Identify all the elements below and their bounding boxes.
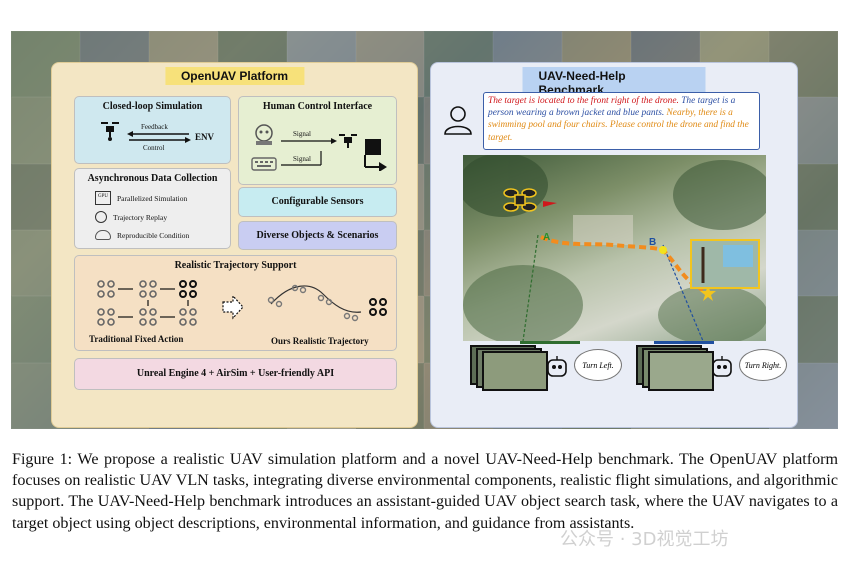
async-item-label: Parallelized Simulation xyxy=(117,193,188,203)
instruction-orange-text: Nearby, there is a swimming pool and fou… xyxy=(488,108,749,143)
openuav-platform-panel: OpenUAV Platform Closed-loop Simulation … xyxy=(51,62,418,428)
gpu-icon: GPU xyxy=(95,191,111,205)
fixed-action-drones-diagram xyxy=(97,280,197,326)
closed-loop-simulation-box: Closed-loop Simulation Feedback Control … xyxy=(74,96,231,164)
engine-label: Unreal Engine 4 + AirSim + User-friendly… xyxy=(136,368,335,379)
reproducible-condition-row: Reproducible Condition xyxy=(95,230,189,240)
aerial-scene-image: A B xyxy=(463,155,766,341)
configurable-sensors-box: Configurable Sensors xyxy=(238,187,397,217)
realistic-trajectory-drones-diagram xyxy=(267,284,387,322)
movement-icon xyxy=(364,139,387,171)
trajectory-title: Realistic Trajectory Support xyxy=(174,260,297,271)
async-item-label: Trajectory Replay xyxy=(113,212,168,222)
robot-assistant-icon-left xyxy=(547,356,567,377)
cloud-icon xyxy=(95,230,111,240)
configurable-sensors-label: Configurable Sensors xyxy=(271,196,364,207)
frame-right-indicator xyxy=(654,341,714,344)
control-label: Control xyxy=(143,144,165,152)
traditional-fixed-action-label: Traditional Fixed Action xyxy=(89,334,184,344)
instruction-red-text: The target is located to the front right… xyxy=(488,96,679,106)
turn-right-bubble: Turn Right. xyxy=(739,349,787,381)
realistic-trajectory-box: Realistic Trajectory Support Traditional… xyxy=(74,255,397,351)
parallelized-simulation-row: GPU Parallelized Simulation xyxy=(95,191,187,205)
robot-controller-icon xyxy=(255,124,273,145)
instruction-bubble: The target is located to the front right… xyxy=(483,92,760,150)
human-control-title: Human Control Interface xyxy=(262,101,373,112)
signal-arrows xyxy=(281,138,337,166)
signal-label-top: Signal xyxy=(293,130,311,138)
turn-left-bubble: Turn Left. xyxy=(574,349,622,381)
robot-assistant-icon-right xyxy=(712,356,732,377)
frame-left-indicator xyxy=(520,341,580,344)
drone-icon-small xyxy=(339,134,357,148)
aerial-scene-drawing xyxy=(463,155,766,341)
point-a-label: A xyxy=(543,232,551,243)
diverse-objects-box: Diverse Objects & Scenarios xyxy=(238,221,397,250)
env-label: ENV xyxy=(195,132,215,142)
feedback-control-arrows xyxy=(127,131,191,143)
figure-caption: Figure 1: We propose a realistic UAV sim… xyxy=(12,451,838,532)
closed-loop-title: Closed-loop Simulation xyxy=(102,101,203,112)
keyboard-icon xyxy=(251,157,277,171)
ours-realistic-trajectory-label: Ours Realistic Trajectory xyxy=(271,336,369,346)
human-control-interface-box: Human Control Interface Signal Signal xyxy=(238,96,397,185)
engine-box: Unreal Engine 4 + AirSim + User-friendly… xyxy=(74,358,397,390)
async-data-collection-box: Asynchronous Data Collection GPU Paralle… xyxy=(74,168,231,249)
async-item-label: Reproducible Condition xyxy=(117,230,190,240)
signal-label-bottom: Signal xyxy=(293,155,311,163)
frame-stack-right xyxy=(636,345,714,391)
clock-icon xyxy=(95,211,107,223)
drone-in-scene xyxy=(503,188,537,212)
point-b-label: B xyxy=(649,237,657,248)
frame-stack-left xyxy=(470,345,548,391)
instruction-blue-text: The target is a person wearing a brown j… xyxy=(488,96,736,119)
trajectory-replay-row: Trajectory Replay xyxy=(95,211,167,223)
drone-icon xyxy=(101,122,119,141)
person-icon xyxy=(444,106,472,135)
openuav-platform-title: OpenUAV Platform xyxy=(164,67,305,85)
feedback-label: Feedback xyxy=(141,123,168,131)
watermark: 公众号 · 3D视觉工坊 xyxy=(560,529,729,550)
hollow-arrow-icon xyxy=(222,294,244,320)
diverse-objects-label: Diverse Objects & Scenarios xyxy=(256,230,379,241)
async-title: Asynchronous Data Collection xyxy=(87,173,218,184)
